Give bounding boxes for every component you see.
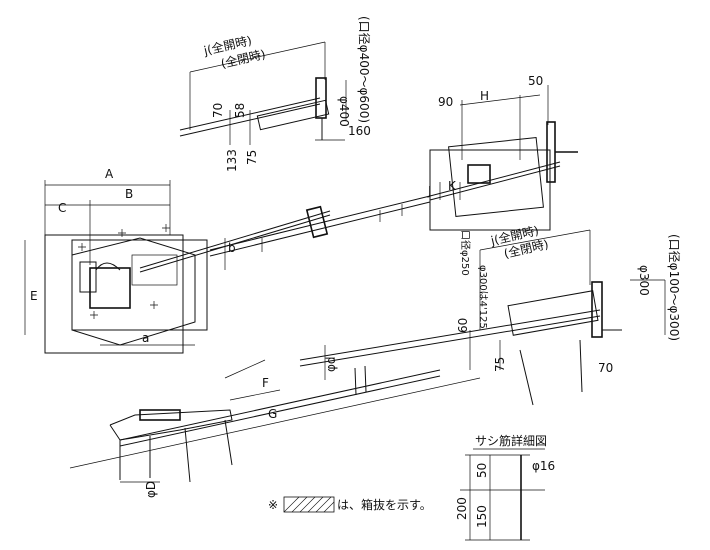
handle-body	[467, 164, 491, 184]
handle-dim-90-label: 90	[438, 95, 453, 109]
right-stem-housing	[507, 290, 599, 336]
rebar-dim-200-label: 200	[455, 497, 469, 520]
handle-wheel	[546, 121, 556, 183]
right-dim-70-label: 70	[598, 361, 613, 375]
handle-box-outer	[429, 149, 551, 231]
handle-detail: 90 H 50 J K	[427, 74, 578, 231]
right-caliber-phi300-label: φ300は4'125	[477, 265, 489, 329]
right-caliber-note: (口径φ100～φ300)	[667, 234, 681, 341]
handle-dim-H-label: H	[480, 89, 489, 103]
right-caliber-phi250-label: 口径φ250	[459, 230, 472, 276]
upper-caliber-note: (口径φ400～φ600)	[357, 16, 371, 123]
legend-hatch-swatch	[283, 496, 335, 513]
plan-valve-arc	[95, 262, 121, 271]
section-phiD-label: φD	[144, 481, 158, 498]
right-dim-j-line	[479, 229, 591, 251]
handle-dim-J-label: J	[427, 184, 432, 198]
plan-inner-box	[131, 254, 178, 286]
plan-anchor-marks	[78, 224, 170, 319]
dim-A-label: A	[105, 167, 114, 181]
handle-dim-line	[459, 94, 541, 106]
upper-dim-75-label: 75	[245, 150, 259, 165]
upper-flange	[315, 77, 327, 119]
upper-dim-160-label: 160	[348, 124, 371, 138]
legend-prefix: ※	[268, 498, 278, 512]
section-dim-G-label: G	[268, 407, 277, 421]
section-pipe-top	[119, 369, 441, 441]
upper-stem-guide	[256, 99, 330, 131]
rebar-detail: サシ筋詳細図 φ16 50 200 150	[455, 433, 555, 541]
right-phi300-label: φ300	[637, 265, 651, 296]
handle-box-inner	[448, 137, 544, 217]
plan-valve-flange	[79, 261, 97, 293]
plan-view: A B C E a b	[24, 167, 331, 354]
handle-dim-K-label: K	[448, 179, 457, 193]
section-valve-cover	[139, 409, 181, 421]
plan-chamber-rim	[71, 237, 196, 346]
right-dim-75-label: 75	[493, 357, 507, 372]
rebar-phi16-label: φ16	[532, 459, 555, 473]
right-anchor-bar-2	[579, 339, 583, 393]
section-pipe-bottom	[119, 375, 441, 447]
upper-phi400-label: φ400	[337, 96, 351, 127]
upper-dim-70-label: 70	[211, 103, 225, 118]
legend: ※ は、箱抜を示す。	[268, 496, 432, 513]
upper-detail: j(全開時) (全閉時) 70 58 75 133 φ400 160 (口径φ4…	[179, 16, 371, 172]
section-view: F G φD φd	[69, 345, 481, 498]
legend-hatch-lines	[283, 496, 335, 513]
plan-valve-body	[89, 267, 131, 309]
plan-outer-box	[44, 234, 184, 354]
plan-dimensions	[24, 180, 226, 346]
right-detail: j(全開時) (全閉時) 口径φ250 φ300は4'125 60 75 φ30…	[299, 222, 681, 406]
dim-B-label: B	[125, 187, 133, 201]
rebar-detail-title: サシ筋詳細図	[475, 433, 547, 448]
shaft-coupling	[305, 205, 329, 239]
legend-text: は、箱抜を示す。	[337, 497, 432, 512]
right-flange	[591, 281, 603, 338]
dim-C-label: C	[58, 201, 66, 215]
section-phid-label: φd	[324, 356, 338, 372]
rebar-dim-150-label: 150	[475, 505, 489, 528]
section-dim-F-label: F	[262, 376, 269, 390]
dim-a-label: a	[142, 331, 149, 345]
upper-dim-133-label: 133	[225, 149, 239, 172]
right-dim-60-label: 60	[456, 318, 470, 333]
ground-line	[69, 377, 481, 469]
plan-shaft-line-2	[139, 210, 331, 269]
main-shaft	[209, 195, 431, 257]
dim-b-label: b	[228, 241, 236, 255]
right-anchor-bar-1	[519, 349, 534, 406]
dim-E-label: E	[30, 289, 38, 303]
upper-dim-58-label: 58	[233, 103, 247, 118]
rebar-dim-50-label: 50	[475, 463, 489, 478]
upper-dim-j-line	[189, 41, 326, 73]
handle-dim-50-label: 50	[528, 74, 543, 88]
